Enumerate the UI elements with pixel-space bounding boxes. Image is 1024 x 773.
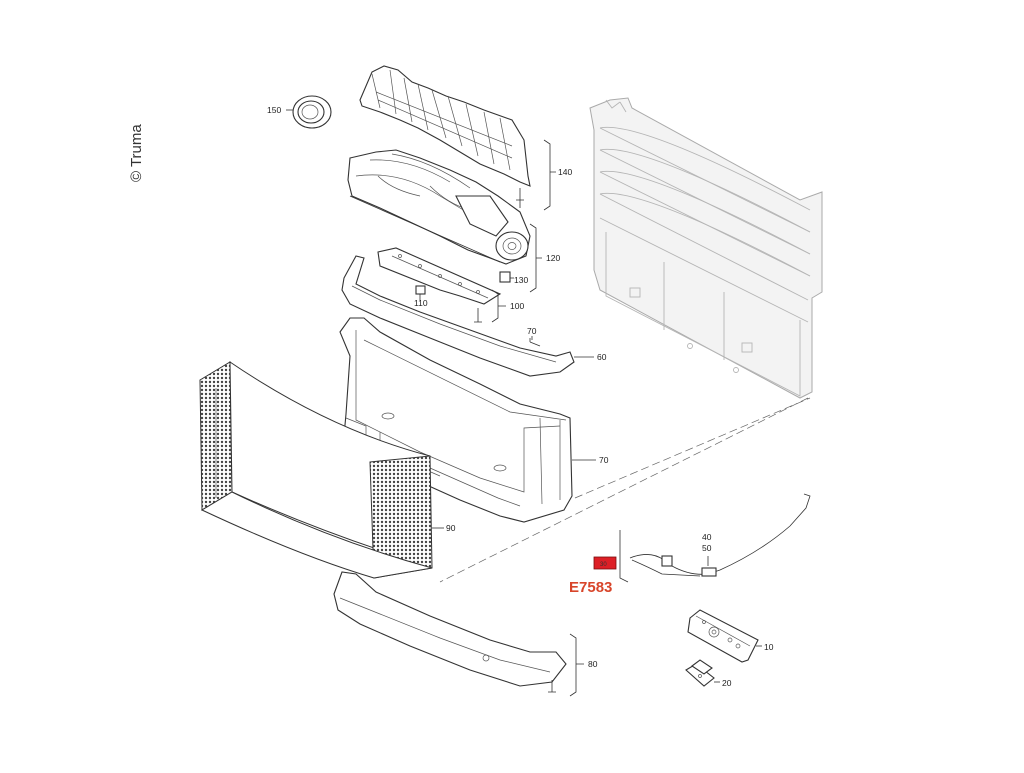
highlighted-part[interactable]: 30 E7583 [569,556,617,596]
label-70-frame: 70 [599,455,609,465]
part-80-bottom-trim [333,571,567,693]
label-50: 50 [702,543,712,553]
label-90: 90 [446,523,456,533]
label-40: 40 [702,532,712,542]
label-130: 130 [514,275,528,285]
part-70-screw [529,336,541,347]
label-70-screw: 70 [527,326,537,336]
bracket-80 [569,633,584,697]
highlight-number: 30 [600,562,607,568]
bracket-30 [619,530,629,583]
label-150: 150 [267,105,281,115]
part-20-holder [685,659,715,687]
copyright-label: © Truma [128,124,145,182]
part-110-component [415,285,426,295]
assembly-guide-lines [439,397,811,583]
label-140: 140 [558,167,572,177]
label-10: 10 [764,642,774,652]
label-80: 80 [588,659,598,669]
part-40-50-wiring-harness [629,493,811,577]
bracket-100 [491,289,506,323]
bracket-120 [529,223,542,293]
part-code-label[interactable]: E7583 [569,579,612,596]
heater-housing [589,97,823,399]
label-100: 100 [510,301,524,311]
part-100-mounting-plate [377,247,502,323]
label-120: 120 [546,253,560,263]
part-120-logs [347,149,531,265]
label-60: 60 [597,352,607,362]
part-140-log-frame [359,65,531,208]
part-60-top-trim [341,255,575,377]
highlight-box[interactable] [593,556,617,570]
part-130-clip [499,271,514,283]
bracket-140 [543,139,556,211]
label-110: 110 [414,298,428,308]
part-90-mesh-screen [199,361,433,579]
part-150-knob [286,95,332,129]
part-10-remote-control [687,609,759,663]
label-20: 20 [722,678,732,688]
